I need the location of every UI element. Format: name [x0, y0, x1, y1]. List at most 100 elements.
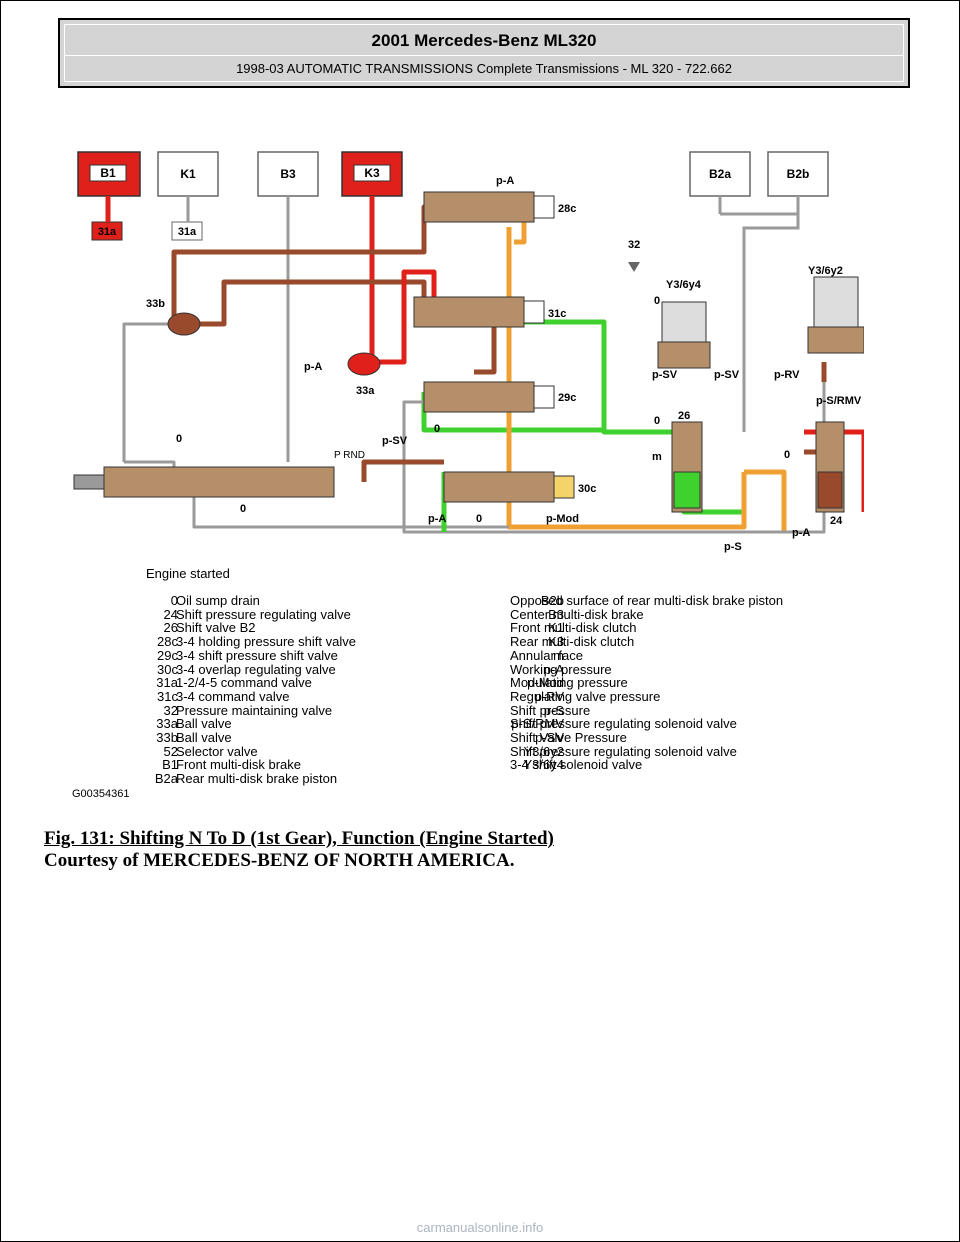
label-drain-29c: 0: [434, 423, 440, 435]
label-33b: 33b: [146, 298, 165, 310]
legend-desc: Shift valve B2: [176, 620, 256, 636]
legend-code: K1: [548, 620, 564, 636]
watermark: carmanualsonline.info: [416, 1220, 544, 1235]
ball-valve-33b: 33b: [146, 298, 201, 336]
header-inner: 2001 Mercedes-Benz ML320 1998-03 AUTOMAT…: [64, 24, 904, 82]
legend-desc: Shift pressure regulating valve: [176, 606, 351, 622]
legend-code: p-Mod: [527, 675, 564, 691]
valve-box-31a-red: 31a: [91, 221, 123, 241]
label-p-a-30c: p-A: [428, 513, 446, 525]
valve-26: 26 m: [652, 410, 703, 513]
figure-caption: Fig. 131: Shifting N To D (1st Gear), Fu…: [44, 828, 554, 872]
valve-32: 32: [628, 239, 640, 272]
legend-code: p-SV: [535, 730, 564, 745]
figure-credit: Courtesy of MERCEDES-BENZ OF NORTH AMERI…: [44, 850, 515, 871]
solenoid-y3-6y4: Y3/6y4: [657, 279, 711, 369]
label-drain-30c: 0: [476, 513, 482, 525]
legend-desc: 3-4 command valve: [176, 688, 290, 704]
legend-code: B3: [548, 606, 564, 622]
legend-code: 26: [163, 620, 178, 636]
legend-code: 30c: [157, 661, 178, 677]
label-y3-6y2: Y3/6y2: [808, 265, 843, 277]
box-stems: [105, 196, 800, 462]
valve-29c: 29c: [423, 381, 576, 413]
legend-code: 31a: [156, 675, 178, 691]
label-drain-52a: 0: [176, 433, 182, 445]
legend-code: 32: [163, 702, 178, 718]
legend-desc: Rear multi-disk brake piston: [176, 771, 338, 787]
image-id: G00354361: [72, 788, 130, 800]
label-m: m: [652, 451, 662, 463]
clutch-box-b3: B3: [257, 151, 319, 197]
label-32: 32: [628, 239, 640, 251]
box-label-b2b: B2b: [787, 167, 810, 181]
legend-desc: 3-4 shift solenoid valve: [510, 757, 643, 773]
legend-code: 31c: [157, 688, 178, 704]
box-label-k1: K1: [180, 167, 196, 181]
label-drain-52b: 0: [240, 503, 246, 515]
valve-30c: 30c: [443, 471, 596, 503]
legend-desc: Annular face: [510, 647, 583, 663]
label-24: 24: [830, 515, 843, 527]
label-26: 26: [678, 410, 690, 422]
label-29c: 29c: [558, 392, 576, 404]
label-p-sv-2: p-SV: [714, 369, 740, 381]
legend-desc: Center multi-disk brake: [510, 606, 644, 622]
legend-code: p-S/RMV: [511, 716, 564, 732]
valve-24: 24: [815, 421, 845, 527]
legend-desc: Selector valve: [176, 743, 258, 759]
box-label-31a-white: 31a: [178, 226, 197, 238]
legend-desc: Oil sump drain: [176, 593, 260, 608]
valve-52-selector: P RND: [73, 450, 365, 498]
legend-code: p-S: [543, 702, 564, 718]
legend-desc: Working pressure: [510, 661, 612, 677]
legend-desc: Shift Valve Pressure: [510, 730, 627, 745]
legend-desc: Shift pressure regulating solenoid valve: [510, 716, 737, 732]
legend-desc: Front multi-disk brake: [176, 757, 301, 773]
clutch-box-k1: K1: [157, 151, 219, 197]
label-p-mod: p-Mod: [546, 513, 579, 525]
page-header: 2001 Mercedes-Benz ML320 1998-03 AUTOMAT…: [58, 18, 910, 88]
valve-box-31a-white: 31a: [171, 221, 203, 241]
legend-desc: Rear multi-disk clutch: [510, 634, 635, 650]
label-p-a-24: p-A: [792, 527, 810, 539]
legend-desc: 1-2/4-5 command valve: [176, 675, 312, 691]
pressure-labels: p-A 0 p-SV p-SV p-RV p-A p-S/RMV 0 0 p-S…: [176, 175, 862, 553]
legend-desc: 3-4 holding pressure shift valve: [176, 634, 356, 650]
valve-31c: 31c: [413, 296, 566, 328]
legend-code: 33b: [156, 730, 178, 745]
legend-desc: Ball valve: [176, 716, 232, 732]
label-33a: 33a: [356, 385, 375, 397]
label-p-s-rmv: p-S/RMV: [816, 395, 862, 407]
valve-28c: 28c: [423, 191, 576, 223]
legend-code: B1: [162, 757, 178, 773]
legend-code: K3: [548, 634, 564, 650]
box-label-b1: B1: [100, 166, 116, 180]
legend-desc: 3-4 overlap regulating valve: [176, 661, 336, 677]
legend-desc: Shift pressure: [510, 702, 591, 718]
legend-code: 24: [163, 606, 178, 622]
legend-desc: Regulating valve pressure: [510, 688, 661, 704]
label-31c: 31c: [548, 308, 566, 320]
legend-desc: Front multi-disk clutch: [510, 620, 637, 636]
legend-code: p-A: [543, 661, 564, 677]
legend-desc: 3-4 shift pressure shift valve: [176, 647, 338, 663]
legend-code: 33a: [156, 716, 178, 732]
label-p-sv-1: p-SV: [652, 369, 678, 381]
legend-code: B2a: [154, 771, 178, 787]
solenoid-y3-6y2: Y3/6y2: [807, 265, 864, 354]
figure-title: Fig. 131: Shifting N To D (1st Gear), Fu…: [44, 828, 554, 849]
label-p-a-top: p-A: [496, 175, 514, 187]
legend-code: 28c: [157, 634, 178, 650]
box-label-31a-red: 31a: [98, 226, 117, 238]
box-label-k3: K3: [364, 166, 380, 180]
clutch-box-k3: K3: [341, 151, 403, 197]
box-label-b3: B3: [280, 167, 296, 181]
header-separator: [65, 55, 903, 56]
label-p-rv: p-RV: [774, 369, 800, 381]
legend-code: Y3/6y2: [523, 743, 564, 759]
legend-code: m: [553, 647, 564, 663]
brake-box-b2b: B2b: [767, 151, 829, 197]
legend-code: p-RV: [534, 688, 564, 704]
